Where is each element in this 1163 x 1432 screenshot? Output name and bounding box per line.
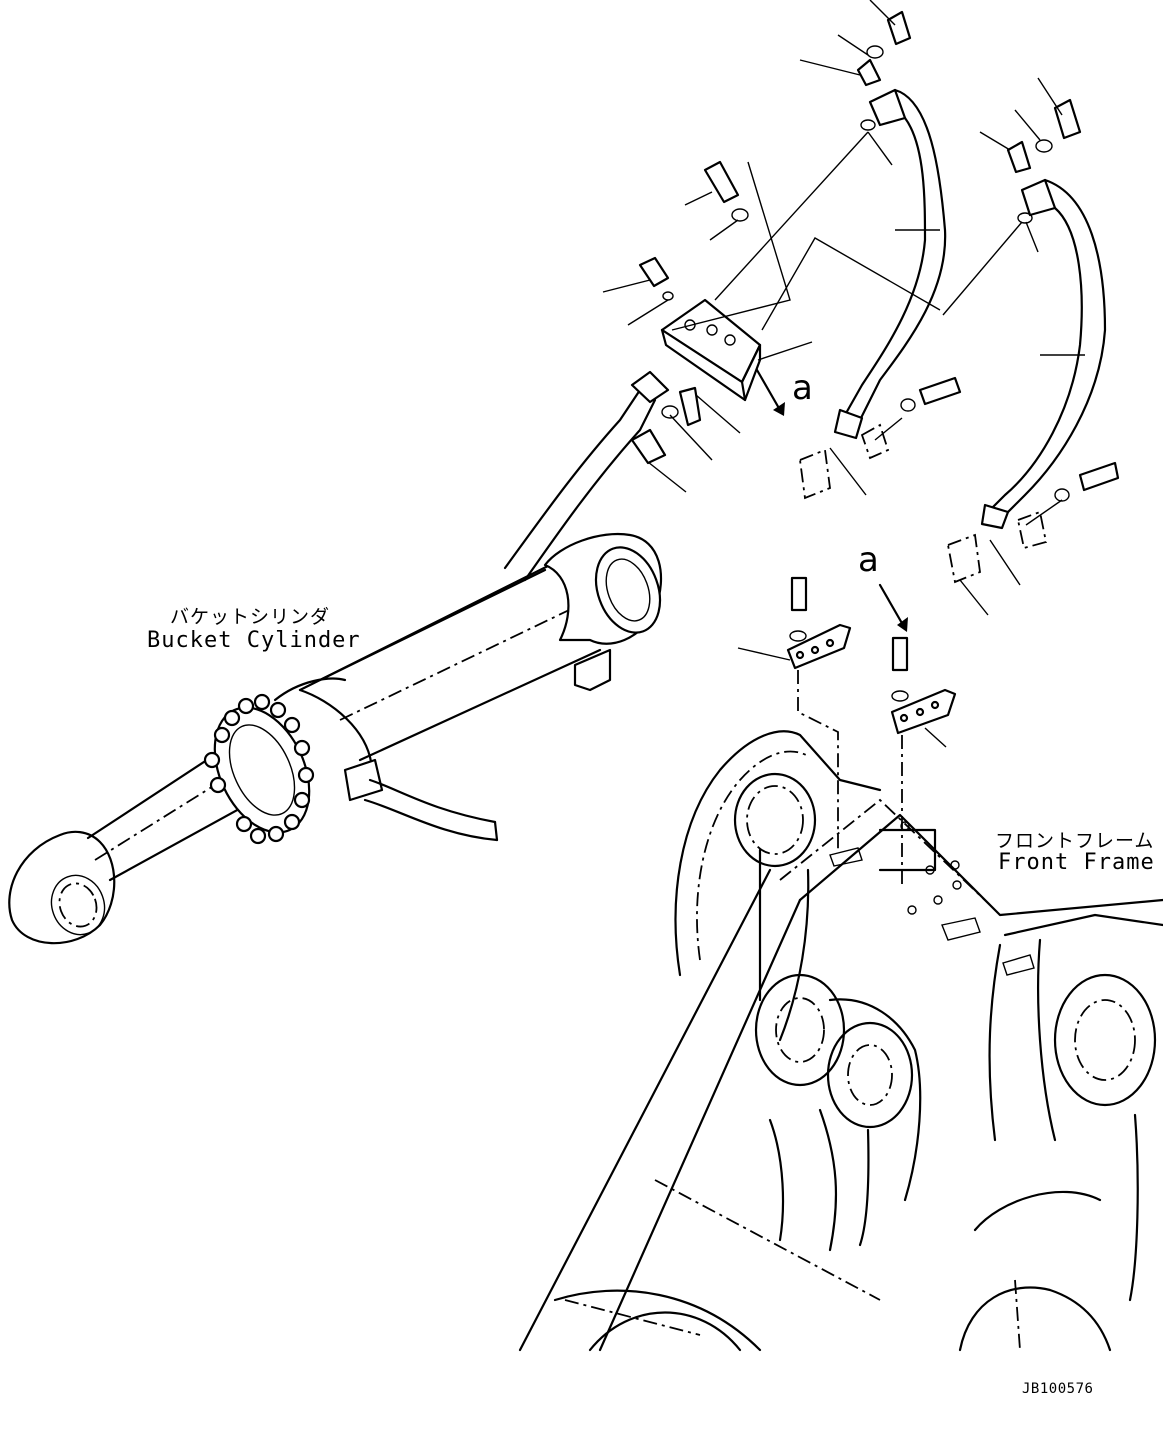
bolt-left-upper <box>703 160 749 222</box>
valve-block <box>660 298 762 402</box>
gland-bolt-ring <box>203 693 315 845</box>
leader-lines <box>602 0 1085 616</box>
bucket-cylinder <box>8 370 670 945</box>
view-a-label-1: a <box>792 368 814 408</box>
hose-end-clamp-2 <box>946 461 1120 584</box>
front-frame <box>518 730 1163 1352</box>
bracket-1 <box>737 576 852 852</box>
drawing-code: JB100576 <box>1022 1381 1094 1397</box>
rod-eye <box>8 830 116 945</box>
clamp-left <box>630 386 702 465</box>
hydraulic-hose-2 <box>980 98 1107 530</box>
bucket-cylinder-label-jp: バケットシリンダ <box>170 606 331 628</box>
hydraulic-hose-1 <box>833 10 947 440</box>
bucket-cylinder-label-en: Bucket Cylinder <box>147 628 361 653</box>
front-frame-label-en: Front Frame <box>998 850 1155 875</box>
fitting-top-left <box>638 256 674 301</box>
view-a-label-2: a <box>858 540 880 580</box>
hose-end-clamp-1 <box>799 376 962 500</box>
bracket-2 <box>890 636 957 885</box>
view-arrow-a-1 <box>755 368 785 416</box>
front-frame-label-jp: フロントフレーム <box>995 830 1155 852</box>
view-arrow-a-2 <box>878 583 908 632</box>
